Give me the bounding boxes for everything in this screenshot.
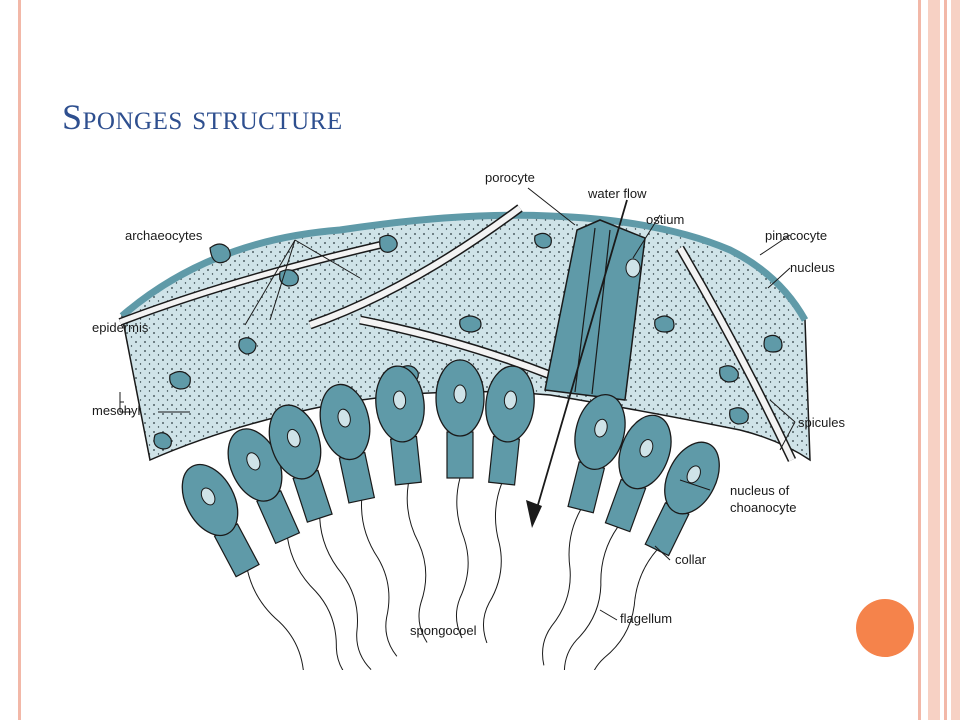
label-nucleus: nucleus — [790, 260, 835, 275]
flagellum — [406, 483, 428, 643]
choanocyte-nucleus — [286, 428, 301, 448]
choanocyte-collar — [389, 435, 422, 486]
archaeocyte — [153, 432, 172, 450]
flagellum — [287, 538, 355, 684]
sponge-diagram-svg: porocyte water flow ostium archaeocytes … — [92, 170, 845, 712]
archaeocyte — [459, 315, 482, 333]
decorative-orange-dot — [856, 599, 914, 657]
slide-border-right — [951, 0, 960, 720]
diagram-labels: porocyte water flow ostium archaeocytes … — [92, 170, 845, 638]
archaeocyte — [379, 234, 398, 253]
label-collar: collar — [675, 552, 707, 567]
choanocyte — [483, 365, 535, 644]
flagellum — [588, 549, 658, 695]
label-spongocoel: spongocoel — [410, 623, 477, 638]
choanocyte-nucleus — [639, 439, 654, 458]
archaeocyte — [534, 232, 552, 249]
choanocyte — [375, 365, 428, 643]
label-ostium: ostium — [646, 212, 684, 227]
label-nucleus-of: nucleus of — [730, 483, 790, 498]
spicule — [309, 205, 522, 328]
label-choanocyte: choanocyte — [730, 500, 797, 515]
archaeocyte — [729, 407, 749, 425]
label-leader-lines — [119, 187, 796, 621]
choanocyte-nucleus — [453, 384, 467, 404]
choanocyte — [268, 404, 372, 670]
porocyte-nucleus — [625, 258, 641, 278]
flagellum — [247, 570, 325, 712]
archaeocyte — [169, 370, 191, 390]
flagellum — [361, 500, 398, 657]
slide-title: Sponges structure — [62, 97, 343, 137]
spicule — [677, 246, 795, 462]
choanocyte — [319, 383, 398, 657]
spicule — [119, 242, 381, 325]
choanocyte-cells — [181, 359, 720, 712]
choanocyte — [181, 463, 325, 712]
water-flow-arrowhead — [526, 500, 542, 528]
label-mesohyl: mesohyl — [92, 403, 141, 418]
archaeocyte — [654, 315, 675, 333]
slide-border-right — [918, 0, 921, 720]
choanocyte-nucleus — [594, 418, 608, 438]
archaeocyte — [719, 365, 739, 383]
label-archaeocytes: archaeocytes — [125, 228, 203, 243]
flagellum — [542, 509, 582, 666]
choanocyte-nucleus — [393, 390, 407, 410]
choanocyte — [563, 414, 672, 679]
archaeocyte — [209, 243, 231, 264]
flagellum — [483, 483, 503, 644]
epidermis-layer — [119, 211, 809, 322]
label-porocyte: porocyte — [485, 170, 535, 185]
slide-border-right — [944, 0, 947, 720]
label-pinacocyte: pinacocyte — [765, 228, 827, 243]
label-flagellum: flagellum — [620, 611, 672, 626]
choanocyte — [542, 394, 626, 666]
choanocyte-collar — [446, 431, 474, 479]
choanocyte — [227, 428, 355, 684]
archaeocyte — [238, 337, 257, 355]
archaeocyte — [763, 334, 783, 353]
spicule — [359, 317, 552, 378]
choanocyte-nucleus — [200, 487, 216, 506]
slide-border-right — [928, 0, 940, 720]
archaeocyte — [279, 269, 299, 287]
flagellum — [563, 526, 619, 679]
label-epidermis: epidermis — [92, 320, 149, 335]
choanocyte-nucleus — [686, 465, 701, 484]
choanocyte-nucleus — [246, 452, 261, 471]
flagellum — [319, 518, 372, 670]
slide-border-left — [18, 0, 21, 720]
choanocyte-nucleus — [503, 390, 517, 410]
sponge-structure-diagram: porocyte water flow ostium archaeocytes … — [80, 160, 860, 712]
label-water-flow: water flow — [587, 186, 647, 201]
archaeocyte-cells — [153, 232, 783, 450]
flagellum — [456, 477, 469, 639]
choanocyte-collar — [488, 435, 521, 486]
water-flow-arrow — [534, 199, 628, 516]
choanocyte — [435, 359, 485, 639]
choanocyte-collar — [338, 451, 376, 504]
label-spicules: spicules — [798, 415, 845, 430]
choanocyte-nucleus — [337, 408, 351, 428]
